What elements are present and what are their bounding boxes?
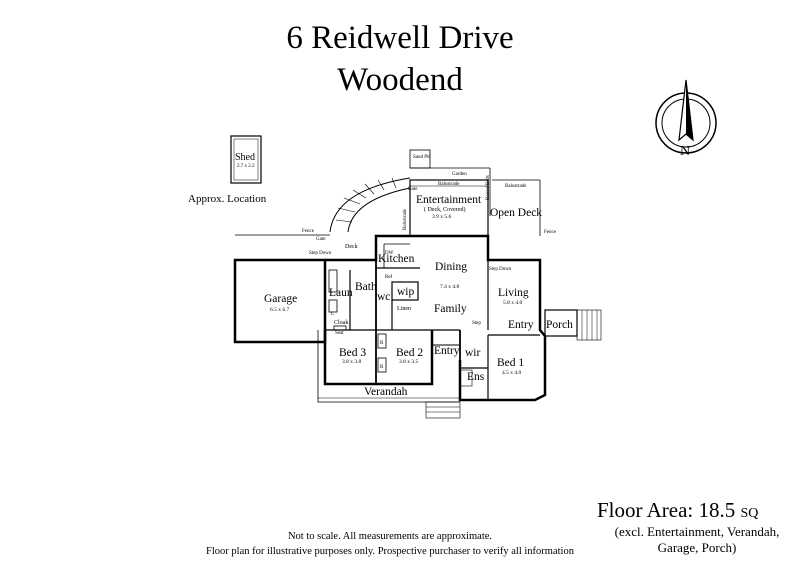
wc-label: wc: [377, 291, 390, 303]
linen-label: Linen: [397, 306, 411, 312]
balustrade-label-2: Balustrade: [505, 184, 527, 189]
laundry-label: Laun: [329, 287, 353, 299]
cloak-label: Cloak: [334, 320, 348, 326]
entry-front-label: Entry: [508, 319, 534, 331]
ref-label: Ref: [385, 275, 393, 280]
wir-label: wir: [465, 347, 481, 359]
floor-area: Floor Area: 18.5 SQ: [597, 498, 758, 523]
dining-label: Dining: [435, 261, 467, 273]
sand-pit-label: Sand Pit: [413, 155, 430, 160]
robe-r2-label: R: [380, 365, 384, 370]
bed1-label: Bed 1: [497, 357, 524, 369]
bed3-dims: 3.8 x 3.8: [342, 359, 362, 365]
curved-deck-path: [329, 177, 411, 233]
open-deck-label: Open Deck: [490, 207, 542, 219]
fence-right-label: Fence: [544, 230, 557, 235]
gate-left-label: Gate: [316, 237, 326, 242]
seat-label: Seat: [335, 331, 344, 336]
family-label: Family: [434, 303, 467, 315]
garage-label: Garage: [264, 293, 297, 305]
porch-label: Porch: [546, 319, 573, 331]
house-walls: [233, 234, 547, 402]
compass-north-label: N: [680, 144, 690, 159]
robe-r1-label: R: [380, 341, 384, 346]
fence-left-label: Fence: [302, 229, 315, 234]
address-title: 6 Reidwell Drive: [286, 20, 514, 56]
floor-area-note-line2: Garage, Porch): [657, 540, 737, 555]
verandah: [317, 330, 461, 419]
shed-dims: 2.7 x 2.2: [237, 164, 255, 169]
kitchen-label: Kitchen: [378, 253, 415, 265]
garage-dims: 6.5 x 6.7: [270, 307, 290, 313]
fence-lines: [235, 179, 541, 236]
bed1-dims: 4.5 x 4.0: [502, 370, 522, 376]
shed-location-note: Approx. Location: [188, 193, 267, 205]
family-dims: 7.4 x 4.8: [440, 284, 460, 290]
entertainment-label: Entertainment: [416, 194, 482, 206]
compass-icon: N: [655, 79, 717, 159]
disclaimer-line2: Floor plan for illustrative purposes onl…: [206, 546, 574, 557]
bed3-label: Bed 3: [339, 347, 366, 359]
floor-area-note-line1: (excl. Entertainment, Verandah,: [614, 524, 780, 539]
deck-label: Deck: [345, 244, 358, 250]
balustrade-label-1: Balustrade: [438, 182, 460, 187]
living-label: Living: [498, 287, 529, 299]
garden-label: Garden: [452, 172, 467, 177]
shed: Shed 2.7 x 2.2: [230, 135, 262, 184]
verandah-label: Verandah: [364, 386, 408, 398]
floor-area-unit: SQ: [740, 506, 759, 521]
shed-label: Shed: [235, 152, 255, 163]
disclaimer-line1: Not to scale. All measurements are appro…: [287, 531, 493, 542]
wip-label: wip: [397, 286, 415, 298]
c-label: C: [331, 312, 335, 317]
step-down-left-label: Step Down: [309, 251, 332, 256]
porch: [544, 309, 602, 341]
dw-label: DW: [385, 251, 394, 256]
suburb-title: Woodend: [337, 62, 463, 98]
step-label: Step: [472, 321, 481, 326]
entertainment-sub: ( Deck, Covered): [424, 206, 465, 213]
step-down-right-label: Step Down: [489, 267, 512, 272]
entertainment-dims: 3.9 x 5.6: [432, 214, 452, 220]
balustrade-vertical-label: Balustrade: [403, 208, 408, 230]
living-dims: 5.8 x 4.0: [503, 300, 523, 306]
ens-label: Ens: [467, 371, 485, 383]
bed2-dims: 3.8 x 3.5: [399, 359, 419, 365]
floor-area-label: Floor Area: 18.5: [597, 498, 736, 522]
floor-area-note: (excl. Entertainment, Verandah, Garage, …: [594, 524, 800, 556]
bed2-label: Bed 2: [396, 347, 423, 359]
entry-hall-label: Entry: [434, 345, 460, 357]
gate-top-label: Gate: [408, 187, 418, 192]
bath-label: Bath: [355, 281, 377, 293]
